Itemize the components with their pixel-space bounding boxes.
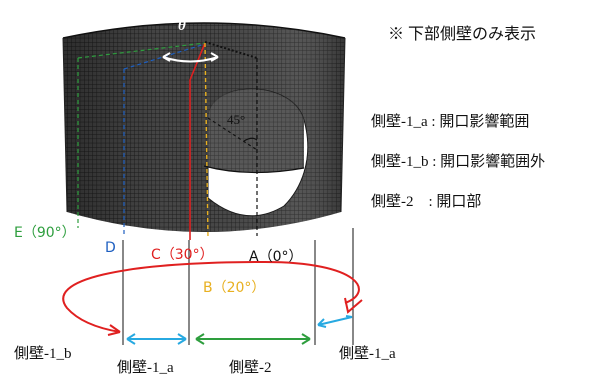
red-guide [189,42,206,240]
label-b-20: B（20°） [203,280,266,296]
angle-line-45 [207,117,258,151]
legend-sidewall-1a: 側壁-1_a : 開口影響範囲 [371,114,530,130]
green-arrow [195,333,311,345]
legend-sidewall-2: 側壁-2 : 開口部 [371,194,482,210]
bottom-label-sidewall-1a-right: 側壁-1_a [339,346,396,362]
wall-opening [203,88,309,217]
angle-guides [77,41,258,240]
yellow-guide [204,42,209,239]
angle-45-label: 45° [227,112,246,127]
label-d: D [105,240,116,256]
dotted-guide-a [204,41,258,59]
angle-arc-45 [243,137,258,142]
boundary-lines [122,228,354,345]
cyan-arrow-left [126,333,187,345]
label-c-30: C（30°） [151,247,214,263]
label-a-0: A（0°） [249,249,303,265]
note-lower-sidewall-only: ※ 下部側壁のみ表示 [388,26,537,43]
bottom-label-sidewall-2: 側壁-2 [229,360,272,376]
cyan-arrow-right [317,315,353,328]
range-arrows [126,315,353,345]
bottom-label-sidewall-1a-left: 側壁-1_a [117,360,174,376]
red-rotation-arrow [62,260,363,336]
dashed-guide-e [77,42,206,59]
theta-label: θ [178,18,186,34]
label-e-90: E（90°） [14,225,76,241]
legend-sidewall-1b: 側壁-1_b : 開口影響範囲外 [371,154,546,170]
theta-arrow [162,52,219,63]
bottom-label-sidewall-1b: 側壁-1_b [14,346,72,362]
